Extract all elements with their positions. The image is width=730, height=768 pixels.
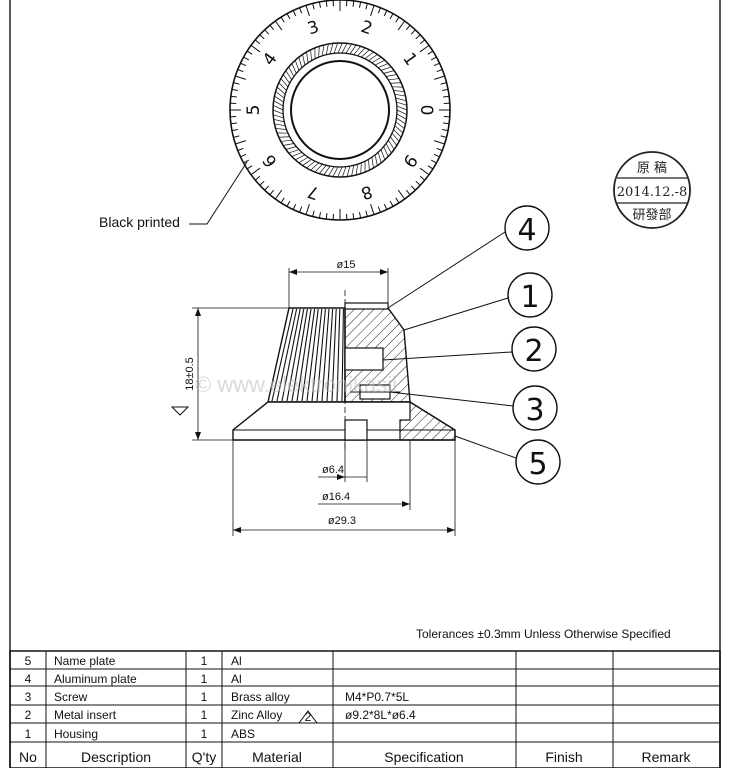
table-cell-qty: 1	[201, 727, 208, 741]
svg-text:2: 2	[305, 710, 312, 724]
watermark: © www.elektronikasii	[195, 372, 397, 397]
dim-base-diameter: ø29.3	[232, 440, 456, 536]
dim-base-label: ø29.3	[328, 515, 356, 527]
table-cell-material: Al	[231, 654, 242, 668]
dial-number-7: 7	[305, 181, 321, 203]
table-cell-material: ABS	[231, 727, 255, 741]
table-cell-description: Screw	[54, 690, 88, 704]
balloon-5: 5	[454, 435, 561, 485]
balloon-1: 1	[403, 272, 553, 331]
dial-center-hole	[290, 60, 390, 160]
balloon-3: 3	[389, 385, 558, 431]
dial-number-8: 8	[358, 181, 374, 203]
dial-number-4: 4	[259, 49, 282, 70]
knurl-lines	[271, 308, 344, 402]
table-cell-description: Housing	[54, 727, 98, 741]
dial-number-6: 6	[259, 150, 282, 171]
dial-number-1: 1	[398, 49, 421, 70]
tolerance-note: Tolerances ±0.3mm Unless Otherwise Speci…	[416, 627, 671, 641]
header-qty: Q'ty	[192, 749, 216, 765]
table-cell-material: Al	[231, 672, 242, 686]
dim-height-label: 18±0.5	[184, 357, 196, 391]
dim-height: 18±0.5	[170, 307, 289, 441]
stamp-line3: 研發部	[632, 208, 671, 223]
table-cell-specification: M4*P0.7*5L	[345, 690, 409, 704]
balloon-2: 2	[382, 326, 557, 372]
dial-number-3: 3	[305, 17, 321, 39]
header-specification: Specification	[384, 749, 463, 765]
dim-shaft-diameter: ø6.4	[318, 440, 368, 482]
table-cell-description: Name plate	[54, 654, 116, 668]
table-cell-no: 1	[25, 727, 32, 741]
approval-stamp: 原 稿 2014.12.-8 研發部	[613, 151, 691, 229]
dim-top-diameter: ø15	[288, 259, 389, 308]
table-cell-qty: 1	[201, 708, 208, 722]
dial-number-9: 9	[398, 150, 421, 171]
dim-mid-label: ø16.4	[322, 491, 350, 503]
balloon-4: 4	[387, 205, 550, 309]
stamp-line1: 原 稿	[637, 160, 667, 176]
dial-number-2: 2	[358, 17, 374, 39]
header-remark: Remark	[641, 749, 691, 765]
stamp-circle	[613, 151, 691, 229]
table-cell-no: 4	[25, 672, 32, 686]
dim-top-diameter-label: ø15	[337, 259, 356, 271]
table-cell-no: 2	[25, 708, 32, 722]
shaft-hole	[344, 419, 368, 441]
svg-text:4: 4	[517, 213, 536, 248]
dial-number-0: 0	[416, 105, 436, 116]
header-material: Material	[252, 749, 302, 765]
table-cell-specification: ø9.2*8L*ø6.4	[345, 708, 416, 722]
stamp-line2: 2014.12.-8	[617, 185, 688, 200]
table-cell-no: 3	[25, 690, 32, 704]
dial-ticks	[230, 0, 450, 220]
dial-top-view: 0 1 2 3 4 5 6 7 8 9	[229, 0, 451, 221]
table-cell-no: 5	[25, 654, 32, 668]
table-cell-qty: 1	[201, 654, 208, 668]
table-cell-qty: 1	[201, 672, 208, 686]
dial-number-5: 5	[244, 105, 264, 116]
black-printed-leader	[189, 161, 248, 225]
svg-text:5: 5	[528, 447, 547, 482]
metal-insert	[344, 347, 384, 371]
dial-knurl-ring	[272, 42, 408, 178]
table-cell-qty: 1	[201, 690, 208, 704]
table-cell-material: Brass alloy	[231, 690, 290, 704]
svg-text:2: 2	[524, 334, 543, 369]
header-description: Description	[81, 749, 151, 765]
svg-text:1: 1	[520, 280, 539, 315]
aluminum-plate	[344, 302, 389, 310]
svg-text:3: 3	[525, 393, 544, 428]
table-cell-description: Aluminum plate	[54, 672, 137, 686]
dim-mid-diameter: ø16.4	[318, 440, 411, 510]
revision-mark: 2	[298, 710, 318, 724]
knob-side-view	[232, 290, 456, 450]
table-cell-material: Zinc Alloy	[231, 708, 282, 722]
header-no: No	[19, 749, 37, 765]
dim-shaft-label: ø6.4	[322, 464, 344, 476]
table-cell-description: Metal insert	[54, 708, 117, 722]
black-printed-label: Black printed	[99, 214, 180, 230]
header-finish: Finish	[545, 749, 582, 765]
